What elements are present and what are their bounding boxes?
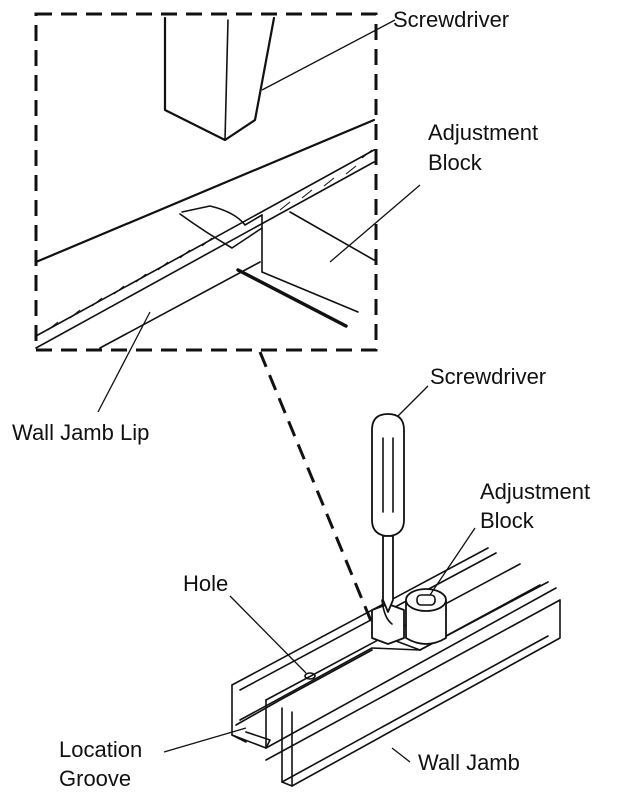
- label-screwdriver-top: Screwdriver: [393, 7, 509, 32]
- label-location-groove-line1: Location: [59, 737, 142, 762]
- leader-adjustment-block-bottom: [429, 527, 476, 596]
- hole: [304, 672, 316, 680]
- detail-inset: [34, 12, 421, 413]
- label-wall-jamb-lip: Wall Jamb Lip: [12, 420, 149, 445]
- label-wall-jamb: Wall Jamb: [418, 750, 520, 775]
- leader-wall-jamb-lip: [97, 311, 151, 413]
- label-adjustment-block-top-line1: Adjustment: [428, 120, 538, 145]
- label-adjustment-block-bottom-line2: Block: [480, 508, 535, 533]
- detail-screwdriver: [163, 16, 276, 142]
- detail-connector: [258, 351, 380, 639]
- label-location-groove-line2: Groove: [59, 766, 131, 791]
- label-adjustment-block-bottom-line1: Adjustment: [480, 479, 590, 504]
- leader-hole: [229, 595, 307, 674]
- leader-location-groove: [163, 727, 247, 753]
- label-hole: Hole: [183, 571, 228, 596]
- label-adjustment-block-top-line2: Block: [428, 150, 483, 175]
- label-screwdriver-bottom: Screwdriver: [430, 364, 546, 389]
- leader-adjustment-block-top: [329, 184, 421, 263]
- wall-jamb: [231, 547, 561, 787]
- leader-screwdriver-bottom: [397, 385, 429, 417]
- adjustment-block: [405, 588, 447, 645]
- detail-frame: [34, 12, 378, 352]
- detail-wall-jamb-lip: [34, 118, 376, 349]
- wall-jamb-assembly: [163, 385, 561, 787]
- screwdriver: [371, 413, 405, 625]
- leader-wall-jamb: [391, 747, 411, 763]
- leader-screwdriver-top: [261, 19, 396, 91]
